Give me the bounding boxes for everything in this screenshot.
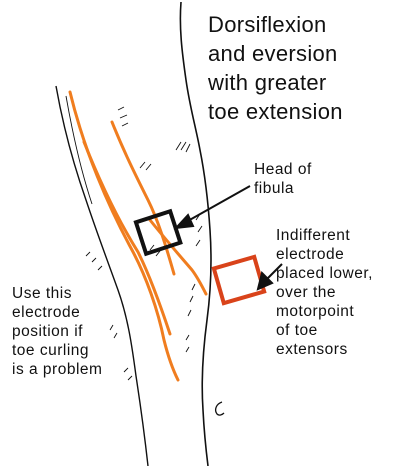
- title-text: Dorsiflexion and eversion with greater t…: [208, 10, 343, 126]
- leg-outline-right: [180, 2, 211, 466]
- arrows: [176, 186, 282, 289]
- leg-outline-left: [56, 86, 148, 466]
- indifferent-electrode: [214, 257, 264, 303]
- head-of-fibula-label: Head of fibula: [254, 160, 312, 198]
- indifferent-electrode-label: Indifferent electrode placed lower, over…: [276, 226, 373, 359]
- use-this-electrode-label: Use this electrode position if toe curli…: [12, 284, 102, 379]
- ankle-mark: [216, 402, 224, 415]
